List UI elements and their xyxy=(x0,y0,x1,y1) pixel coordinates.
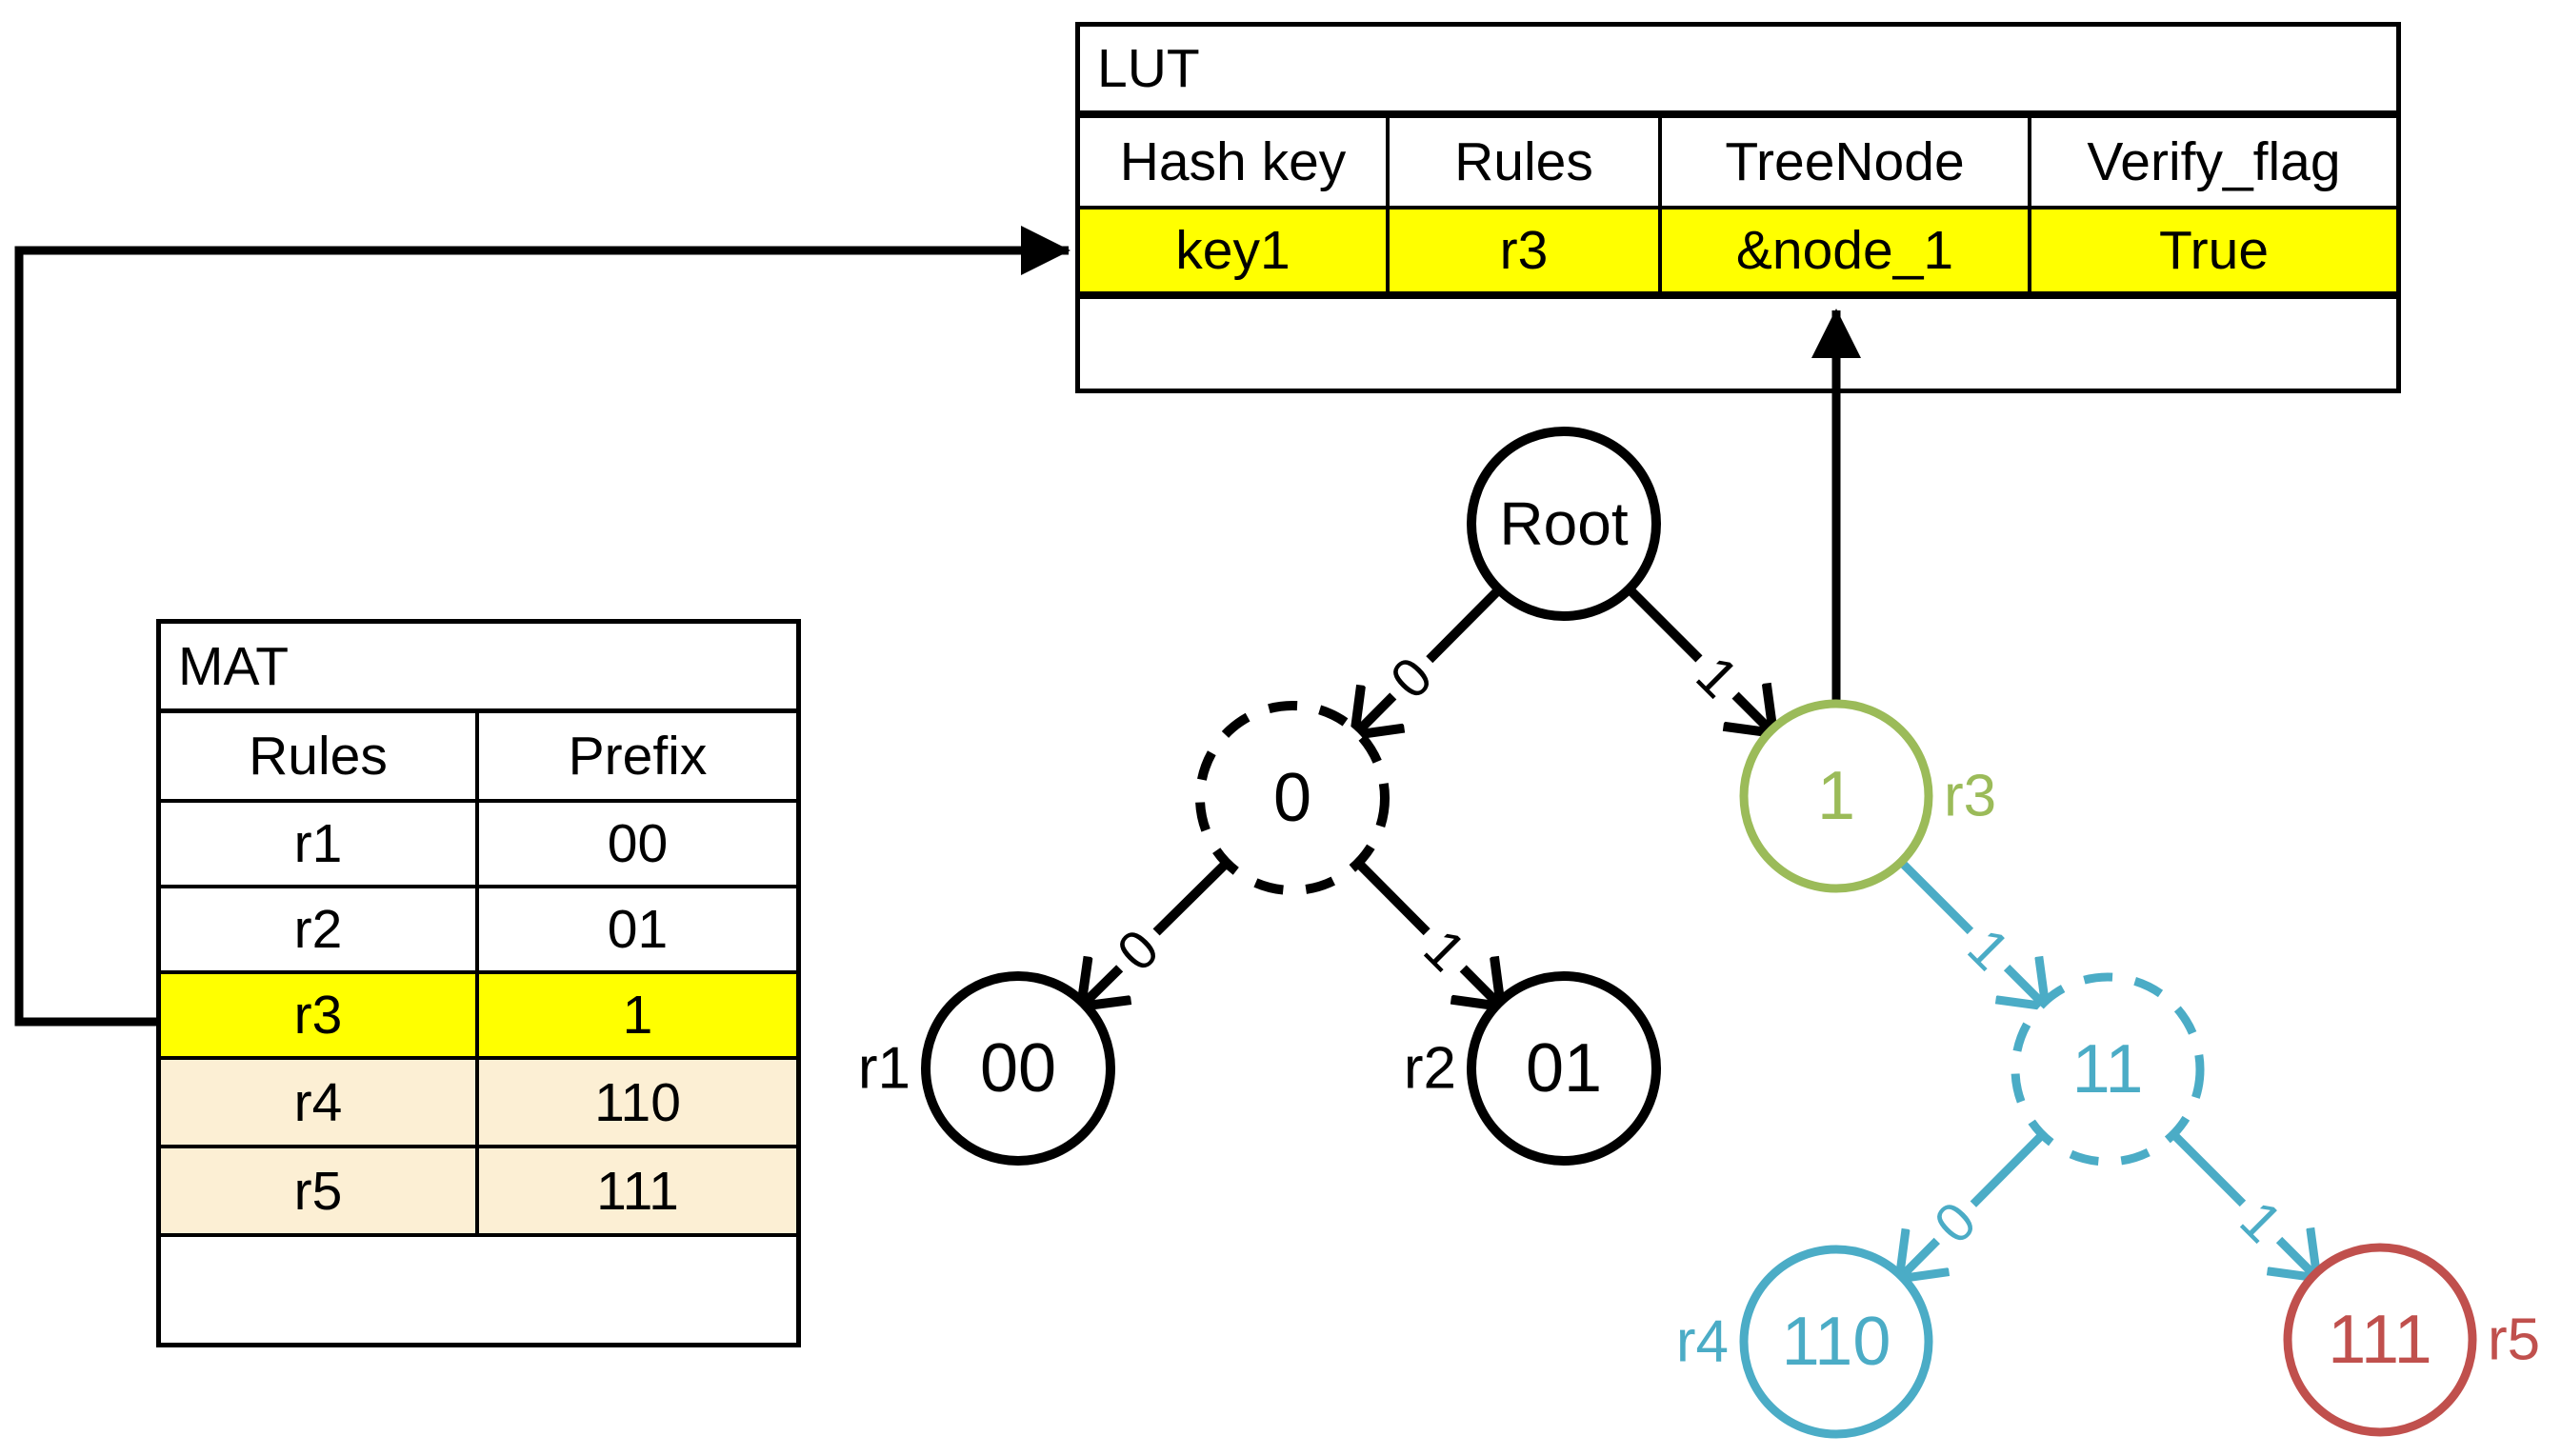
mat-table: MAT Rules Prefix r1 00 r2 01 r3 1 r4 110… xyxy=(156,619,801,1347)
mat-cell-prefix: 111 xyxy=(596,1160,679,1222)
lut-header-treenode: TreeNode xyxy=(1662,118,2031,206)
mat-header-prefix: Prefix xyxy=(568,726,708,787)
mat-cell-prefix: 01 xyxy=(607,899,669,960)
tree-node-111-red xyxy=(2283,1243,2477,1437)
rule-label-r2: r2 xyxy=(1404,1036,1456,1102)
lut-cell-rule: r3 xyxy=(1390,209,1662,291)
lut-table: LUT Hash key Rules TreeNode Verify_flag … xyxy=(1075,22,2401,393)
lut-cell-verify-flag: True xyxy=(2158,220,2270,281)
mat-cell-rule: r2 xyxy=(161,888,479,970)
rule-label-r5: r5 xyxy=(2488,1307,2540,1373)
mat-header-rules: Rules xyxy=(161,713,479,799)
node-label-11: 11 xyxy=(2072,1031,2144,1107)
node-label-111: 111 xyxy=(2328,1302,2431,1378)
lut-cell-treenode-pointer: &node_1 xyxy=(1662,209,2031,291)
mat-cell-rule: r3 xyxy=(161,974,479,1056)
lut-data-row-highlighted: key1 r3 &node_1 True xyxy=(1080,209,2396,299)
rule-label-r3: r3 xyxy=(1944,764,1996,829)
lut-header-row: Hash key Rules TreeNode Verify_flag xyxy=(1080,118,2396,209)
mat-cell-prefix: 00 xyxy=(607,813,669,874)
mat-row-r2: r2 01 xyxy=(161,888,796,974)
mat-cell-rule: r4 xyxy=(161,1060,479,1145)
tree-node-root xyxy=(1467,427,1661,621)
mat-cell-prefix: 1 xyxy=(622,985,653,1046)
mat-title: MAT xyxy=(161,624,796,713)
lut-header-rules: Rules xyxy=(1390,118,1662,206)
rule-label-r4: r4 xyxy=(1676,1309,1729,1375)
node-label-110: 110 xyxy=(1782,1304,1891,1380)
node-label-01: 01 xyxy=(1526,1030,1602,1107)
mat-row-r3-highlighted: r3 1 xyxy=(161,974,796,1060)
mat-row-r4: r4 110 xyxy=(161,1060,796,1148)
arrow-mat-to-lut xyxy=(14,226,1070,1027)
mat-header-row: Rules Prefix xyxy=(161,713,796,803)
tree-node-110-blue xyxy=(1739,1245,1933,1439)
lut-cell-key1: key1 xyxy=(1080,209,1390,291)
tree-node-11-dashed xyxy=(2011,972,2205,1167)
mat-row-r1: r1 00 xyxy=(161,803,796,888)
tree-node-00 xyxy=(921,971,1115,1166)
node-label-1: 1 xyxy=(1817,758,1855,834)
tree-node-01 xyxy=(1467,971,1661,1166)
lut-header-hash-key: Hash key xyxy=(1080,118,1390,206)
node-label-00: 00 xyxy=(980,1030,1056,1107)
node-label-root: Root xyxy=(1499,489,1628,558)
mat-row-r5: r5 111 xyxy=(161,1148,796,1237)
lut-header-verify-flag: Verify_flag xyxy=(2087,131,2341,192)
tree-node-0-dashed xyxy=(1195,701,1390,895)
mat-cell-rule: r5 xyxy=(161,1148,479,1233)
node-label-0: 0 xyxy=(1273,760,1311,836)
mat-cell-prefix: 110 xyxy=(594,1071,681,1133)
lut-title: LUT xyxy=(1080,27,2396,118)
mat-cell-rule: r1 xyxy=(161,803,479,885)
rule-label-r1: r1 xyxy=(858,1036,910,1102)
tree-node-1-green xyxy=(1739,699,1933,893)
